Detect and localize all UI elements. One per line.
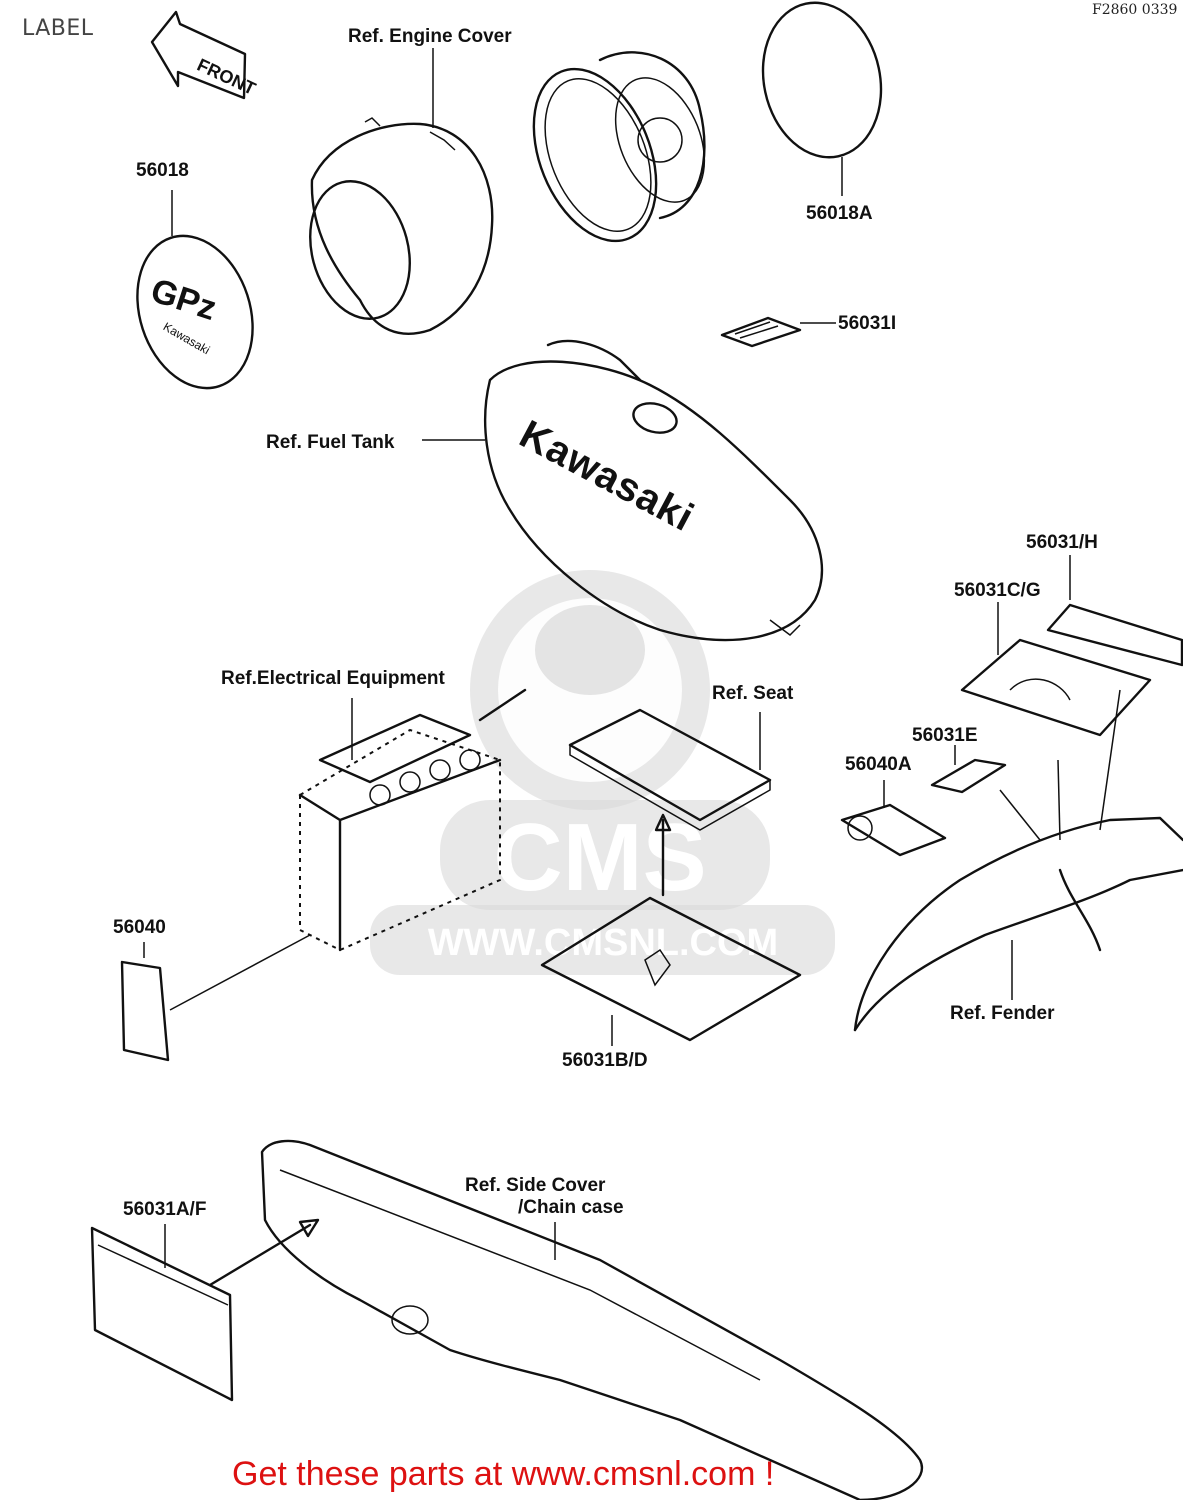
label-56040a [840, 780, 947, 857]
label-56031e [930, 745, 1007, 794]
battery [298, 688, 527, 952]
label-56031h [1046, 555, 1183, 667]
label-56031cg [960, 602, 1152, 737]
ring-56018a [761, 1, 883, 196]
gpz-emblem-56018: GPz Kawasaki [136, 190, 254, 390]
label-ref-side-cover: Ref. Side Cover [465, 1175, 606, 1196]
battery-label-56040 [120, 934, 311, 1062]
label-ref-seat: Ref. Seat [712, 683, 794, 704]
label-56031bd: 56031B/D [562, 1050, 648, 1071]
label-56031cg: 56031C/G [954, 580, 1041, 601]
label-56031e: 56031E [912, 725, 978, 746]
label-56031bd [540, 896, 802, 1046]
label-56031i: 56031I [838, 313, 897, 334]
label-ref-engine-cover: Ref. Engine Cover [348, 26, 512, 47]
seat-tray [568, 708, 772, 897]
front-arrow-label: FRONT [150, 10, 259, 100]
label-56018a: 56018A [806, 203, 873, 224]
label-56031af: 56031A/F [123, 1199, 207, 1220]
page-title: LABEL [22, 16, 94, 41]
svg-text:CMS: CMS [493, 804, 706, 911]
side-cover-chain-case [260, 1139, 924, 1500]
label-56018: 56018 [136, 160, 189, 181]
engine-cover [309, 48, 494, 335]
label-ref-fender: Ref. Fender [950, 1003, 1055, 1024]
engine-gasket [532, 51, 706, 243]
svg-text:WWW.CMSNL.COM: WWW.CMSNL.COM [428, 922, 778, 964]
label-56040a: 56040A [845, 754, 912, 775]
small-label-56031i [720, 316, 836, 348]
label-56031af [90, 1218, 320, 1402]
watermark-logo: CMS WWW.CMSNL.COM [370, 570, 835, 975]
rear-fender [853, 689, 1183, 1032]
svg-text:GPz: GPz [146, 271, 221, 328]
get-parts-link[interactable]: Get these parts at www.cmsnl.com ! [232, 1455, 775, 1493]
label-ref-fuel-tank: Ref. Fuel Tank [266, 432, 395, 453]
figure-code: F2860 0339 [1092, 2, 1178, 18]
svg-text:Kawasaki: Kawasaki [512, 412, 701, 540]
label-ref-electrical-equipment: Ref.Electrical Equipment [221, 668, 445, 689]
label-chain-case: /Chain case [518, 1197, 624, 1218]
label-56031h: 56031/H [1026, 532, 1098, 553]
label-56040: 56040 [113, 917, 166, 938]
